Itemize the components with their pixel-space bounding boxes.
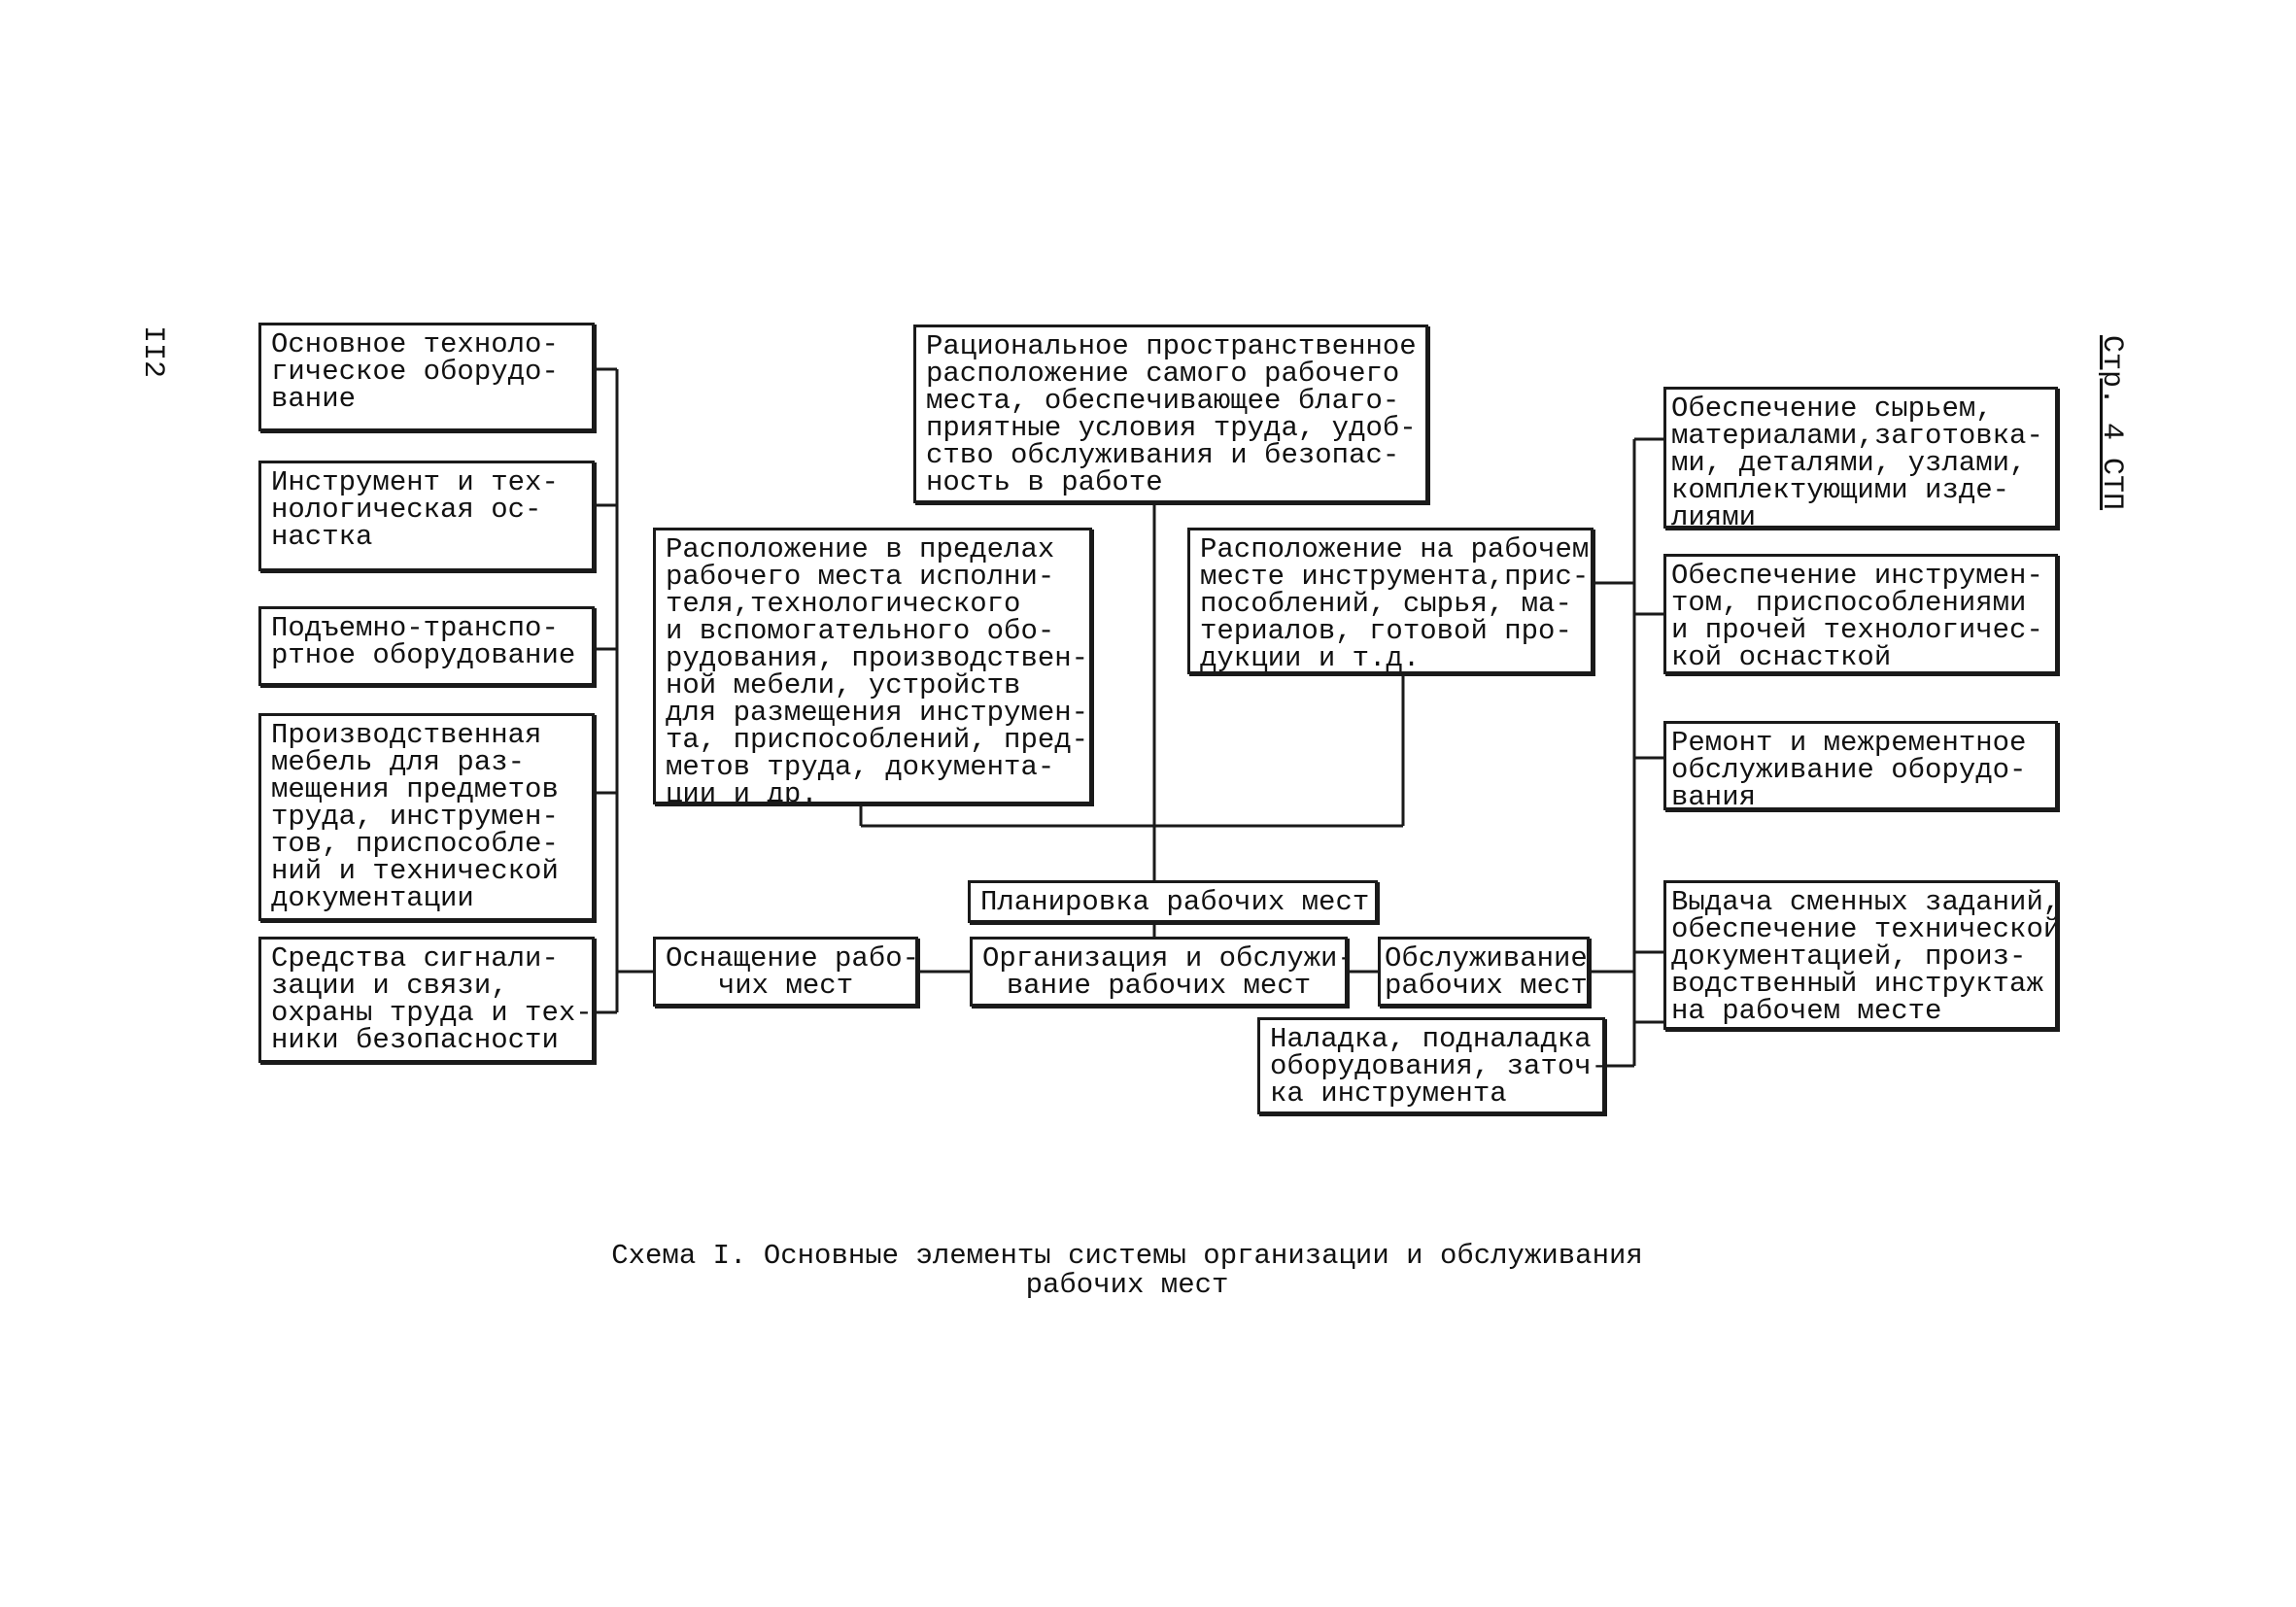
equipping-box: Оснащение рабо- чих мест xyxy=(653,937,918,1007)
side-label: Стр. 4 СТП xyxy=(2095,335,2128,511)
organization-box: Организация и обслужи- вание рабочих мес… xyxy=(970,937,1348,1007)
diagram-caption: Схема I. Основные элементы системы орган… xyxy=(611,1240,1643,1301)
left-placement-box: Расположение в пределах рабочего места и… xyxy=(653,528,1092,804)
planning-box: Планировка рабочих мест xyxy=(968,880,1378,923)
service-box: Обслуживание рабочих мест xyxy=(1378,937,1590,1007)
left-box-signaling: Средства сигнали- зации и связи, охраны … xyxy=(258,937,595,1063)
page-number: II2 xyxy=(136,325,169,379)
right-box-supply: Обеспечение сырьем, материалами,заготовк… xyxy=(1663,387,2058,529)
left-box-lifting-equipment: Подъемно-транспо- ртное оборудование xyxy=(258,606,595,686)
setup-box: Наладка, подналадка оборудования, заточ-… xyxy=(1257,1017,1605,1114)
right-box-assignments: Выдача сменных заданий, обеспечение техн… xyxy=(1663,880,2058,1030)
right-placement-box: Расположение на рабочем месте инструмент… xyxy=(1187,528,1593,674)
left-box-tools: Инструмент и тех- нологическая ос- настк… xyxy=(258,461,595,571)
left-box-main-equipment: Основное техноло- гическое оборудо- вани… xyxy=(258,323,595,431)
right-box-tooling: Обеспечение инструмен- том, приспособлен… xyxy=(1663,554,2058,674)
center-top-box: Рациональное пространственное расположен… xyxy=(913,325,1428,503)
left-box-furniture: Производственная мебель для раз- мещения… xyxy=(258,713,595,921)
right-box-repair: Ремонт и межрементное обслуживание обору… xyxy=(1663,721,2058,810)
